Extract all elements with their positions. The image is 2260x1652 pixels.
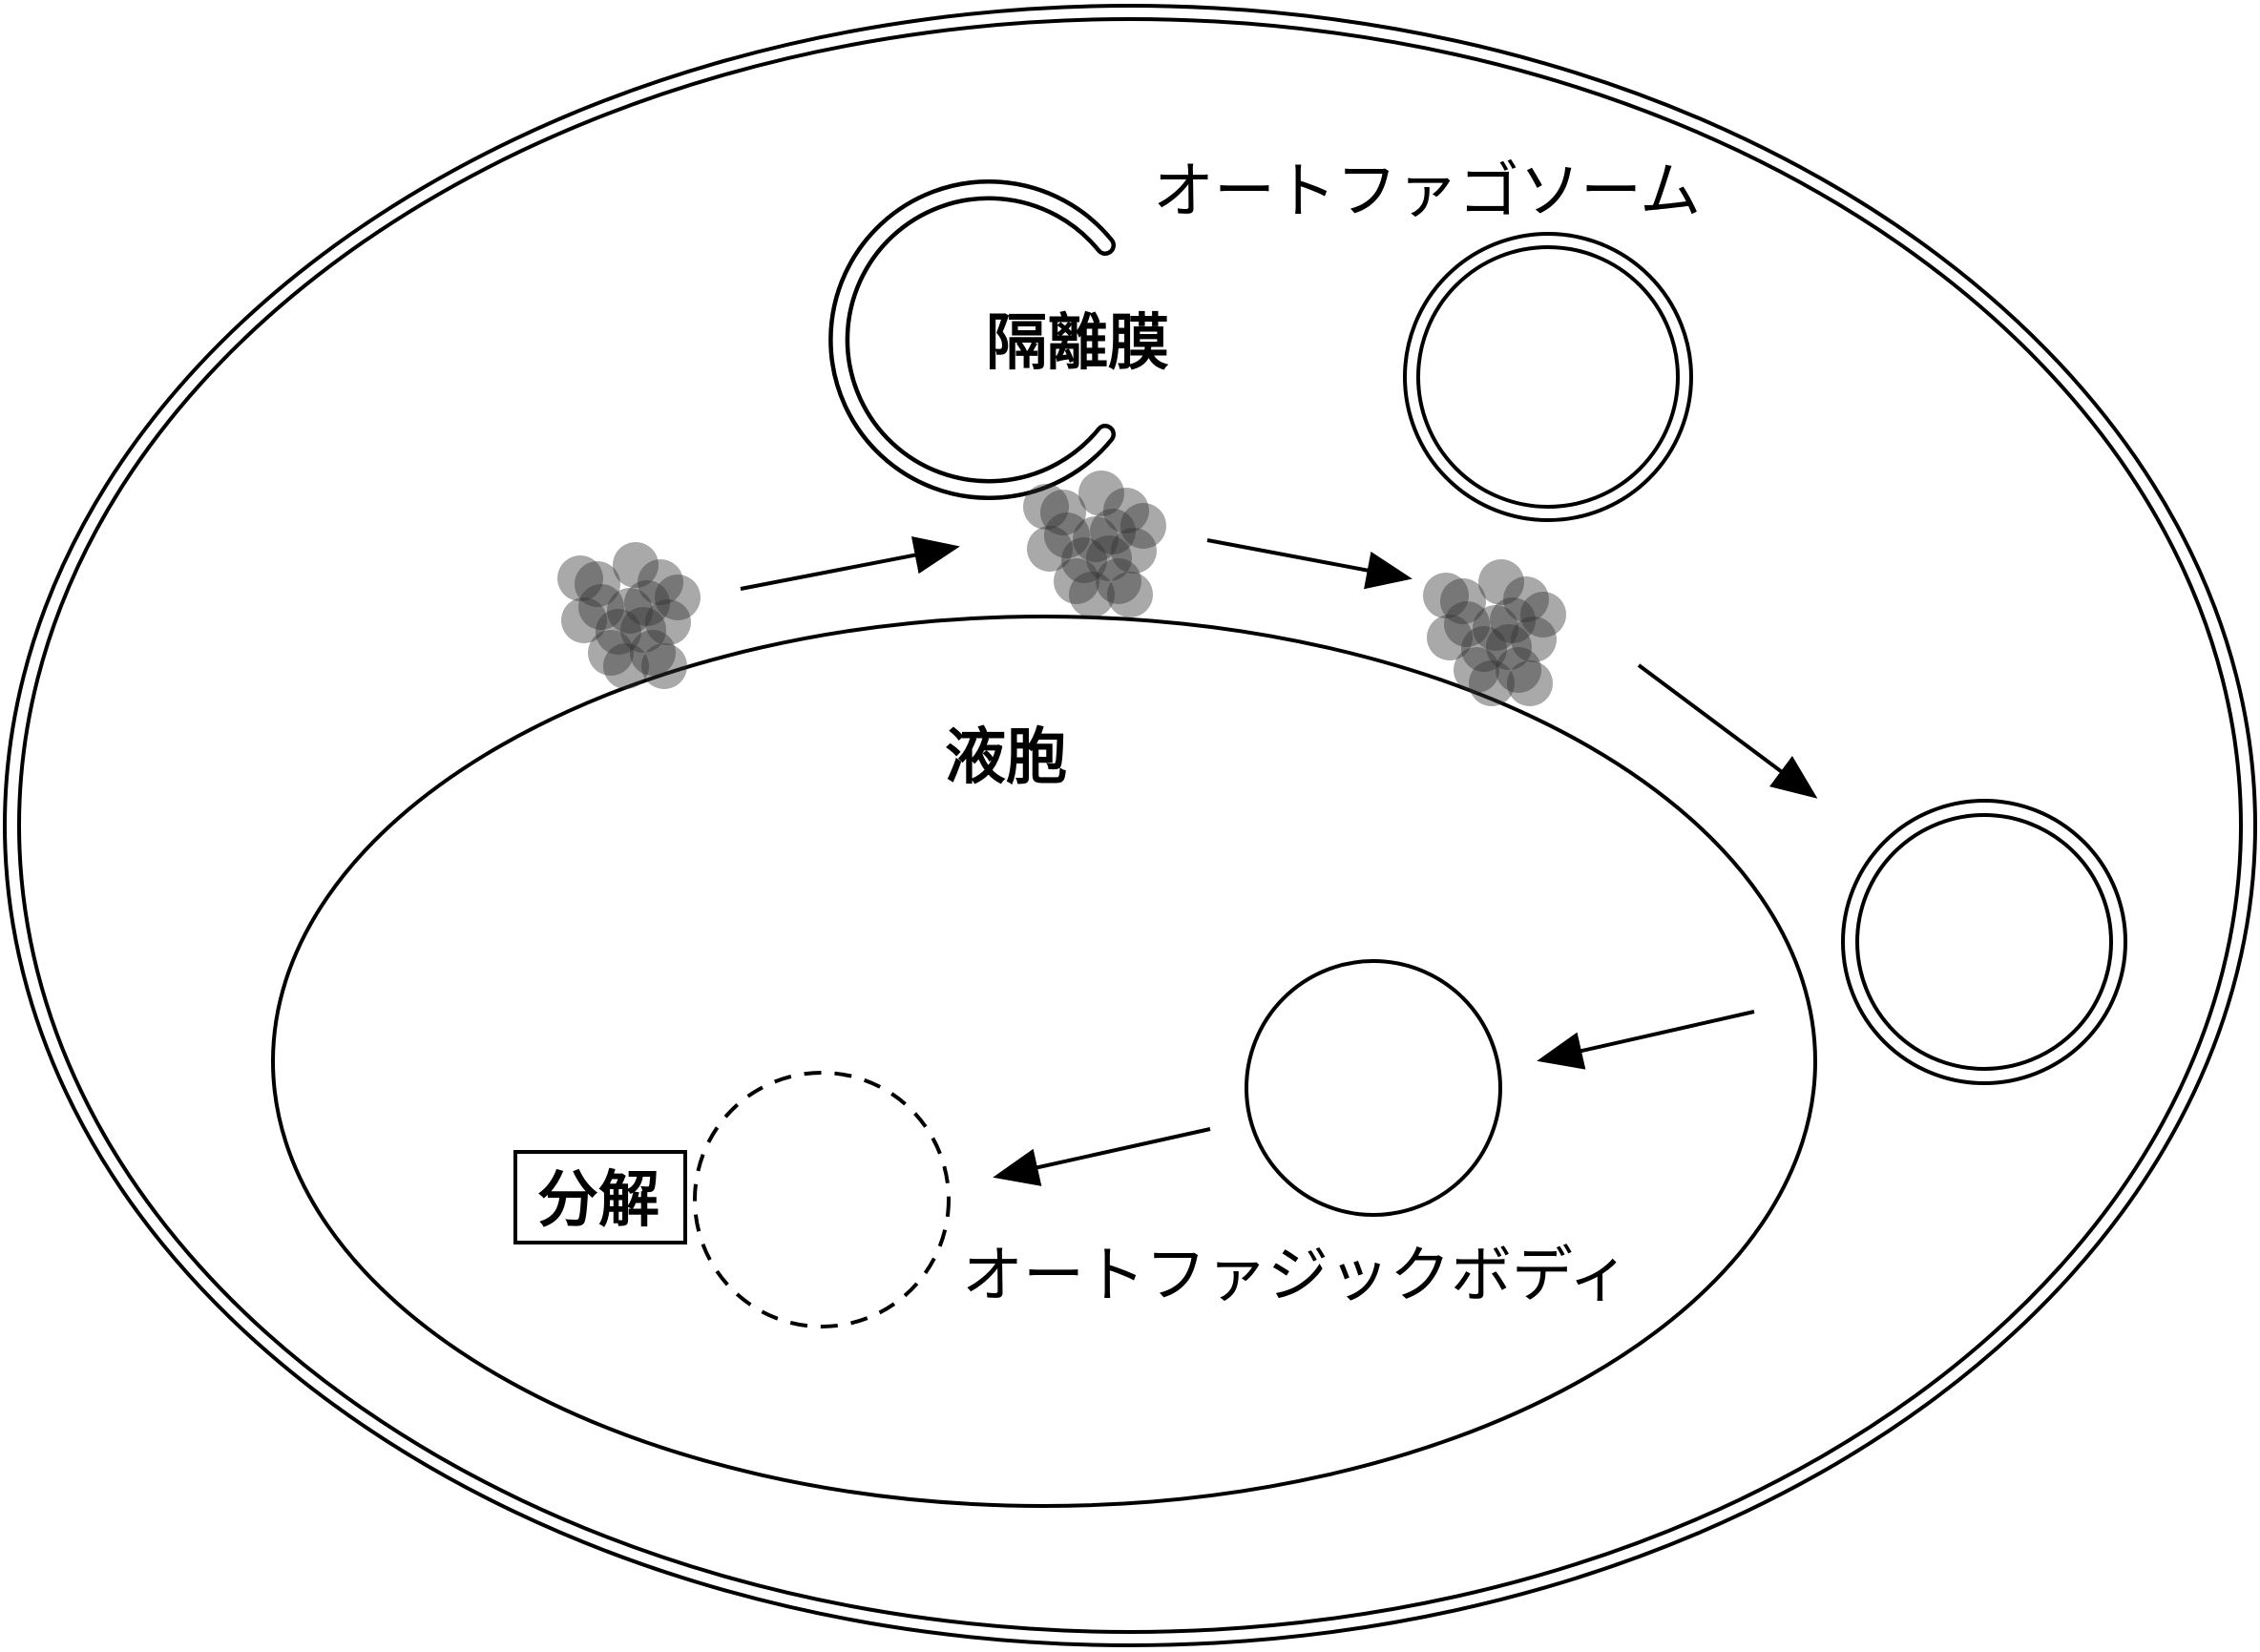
degrading-body-shape bbox=[695, 1073, 949, 1327]
autophagic-body-label: オートファジックボディ bbox=[962, 1241, 1630, 1311]
cargo-cluster-membrane bbox=[1023, 471, 1166, 617]
fusing-autophagosome bbox=[1843, 801, 2125, 1083]
isolation-membrane-label: 隔離膜 bbox=[986, 308, 1169, 379]
cargo-cluster-cytoplasm bbox=[557, 542, 701, 689]
arrow-to-vacuole bbox=[1639, 665, 1811, 794]
cargo-particle bbox=[655, 575, 701, 620]
vacuole-label: 液胞 bbox=[945, 722, 1067, 793]
arrow-to-degradation bbox=[1000, 1129, 1210, 1176]
cargo-particle bbox=[1086, 535, 1132, 581]
cargo-particle bbox=[1023, 484, 1069, 530]
cargo-particle bbox=[1520, 592, 1566, 638]
cargo-particle bbox=[1486, 624, 1532, 670]
cargo-particle bbox=[1423, 573, 1469, 618]
autophagosome-shape bbox=[1405, 234, 1691, 520]
autophagic-body-shape bbox=[1246, 961, 1500, 1215]
cargo-cluster-sequestered bbox=[1423, 559, 1566, 706]
cargo-particle bbox=[557, 555, 603, 601]
cargo-particle bbox=[620, 607, 666, 653]
autophagosome-label: オートファゴソーム bbox=[1153, 157, 1701, 227]
degradation-label: 分解 bbox=[537, 1165, 659, 1236]
arrow-cargo-to-membrane bbox=[741, 548, 952, 589]
arrow-to-autophagosome bbox=[1207, 540, 1405, 577]
cargo-particle bbox=[1120, 503, 1166, 549]
arrow-to-autophagic-body bbox=[1544, 1012, 1754, 1059]
